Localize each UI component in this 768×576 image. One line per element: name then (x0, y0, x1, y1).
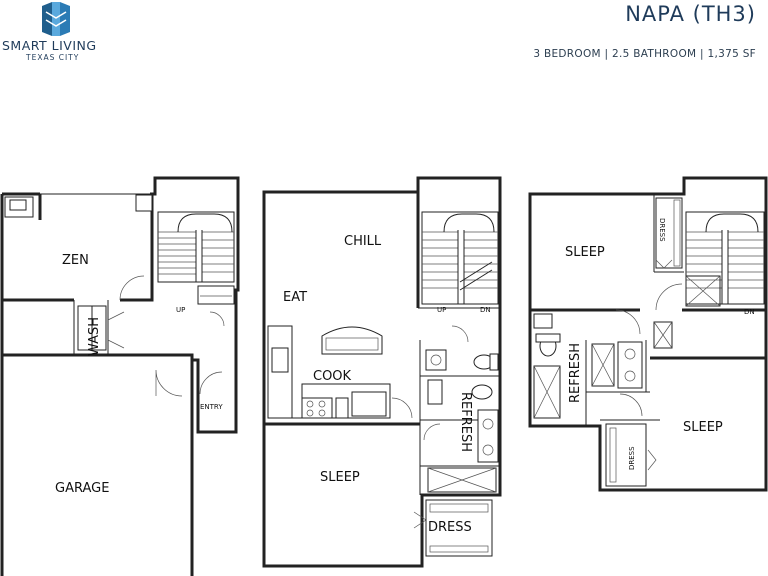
room-label-dress-second: DRESS (428, 520, 472, 535)
room-label-sleep-third-b: SLEEP (683, 420, 723, 435)
first-floor-plan: ZEN WASH GARAGE ENTRY UP (0, 176, 240, 576)
room-label-dress-third-b: DRESS (628, 446, 636, 470)
brand-name: SMART LIVING (2, 38, 97, 53)
room-label-sleep-second: SLEEP (320, 470, 360, 485)
plan-title: NAPA (TH3) (625, 2, 756, 26)
building-logo-icon (42, 2, 70, 36)
stair-up-label-second: UP (437, 306, 446, 314)
brand-city: TEXAS CITY (26, 53, 80, 62)
stair-dn-label-third: DN (744, 308, 755, 316)
room-label-cook: COOK (313, 369, 352, 384)
room-label-sleep-third-a: SLEEP (565, 245, 605, 260)
room-label-refresh-second: REFRESH (458, 392, 473, 452)
room-label-wash: WASH (87, 317, 102, 356)
room-label-refresh-third: REFRESH (568, 343, 583, 403)
second-floor-plan: CHILL EAT COOK REFRESH SLEEP DRESS UP DN (262, 176, 502, 568)
room-label-garage: GARAGE (55, 481, 109, 496)
room-label-dress-third-a: DRESS (658, 218, 666, 242)
brand-logo: SMART LIVING TEXAS CITY (0, 0, 130, 70)
stair-up-label: UP (176, 306, 185, 314)
room-label-entry: ENTRY (200, 403, 223, 411)
stair-dn-label-second: DN (480, 306, 491, 314)
third-floor-plan: SLEEP DRESS REFRESH SLEEP DRESS DN (528, 176, 768, 492)
plan-specs: 3 BEDROOM | 2.5 BATHROOM | 1,375 SF (533, 48, 756, 60)
room-label-chill: CHILL (344, 234, 382, 249)
room-label-eat: EAT (283, 290, 307, 305)
room-label-zen: ZEN (62, 253, 89, 268)
